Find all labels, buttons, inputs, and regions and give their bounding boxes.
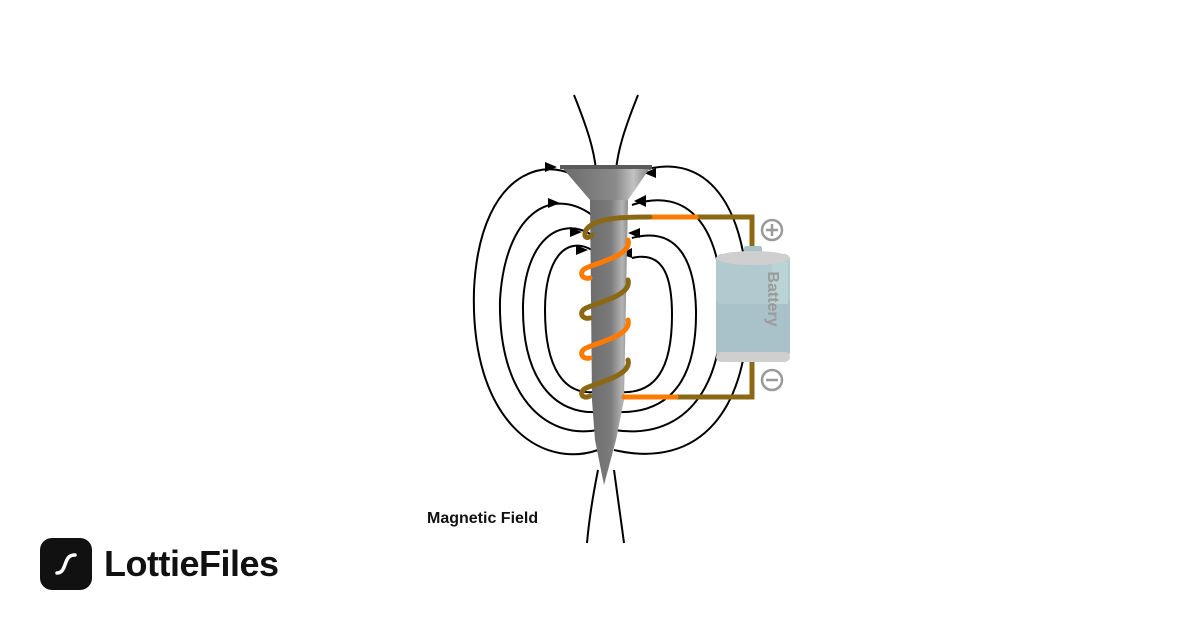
positive-terminal-icon <box>760 218 784 242</box>
nail <box>560 165 652 485</box>
field-arrowheads <box>545 162 656 258</box>
lottiefiles-brand[interactable]: LottieFiles <box>40 538 279 590</box>
battery <box>716 246 790 362</box>
magnetic-field-caption: Magnetic Field <box>427 510 539 527</box>
negative-terminal-icon <box>760 368 784 392</box>
field-lines-open <box>573 94 639 544</box>
battery-label: Battery <box>764 271 781 327</box>
lottie-logo-icon <box>40 538 92 590</box>
coil-wire <box>579 214 755 400</box>
brand-name: LottieFiles <box>104 543 279 584</box>
